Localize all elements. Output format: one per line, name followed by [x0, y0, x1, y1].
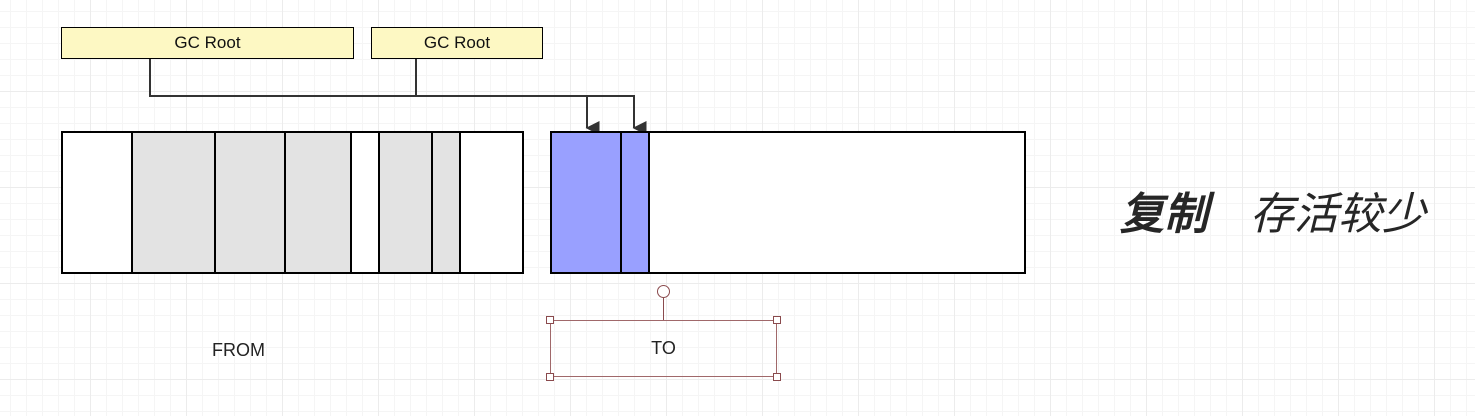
caption: 复制 存活较少	[1120, 178, 1426, 242]
from-cell-live	[216, 133, 286, 272]
rotate-stem	[663, 298, 664, 320]
to-space-region[interactable]	[550, 131, 1026, 274]
caption-text: 存活较少	[1249, 189, 1426, 240]
from-cell-live	[379, 133, 434, 272]
to-cell-copied	[622, 133, 650, 272]
from-cell-live	[286, 133, 352, 272]
gc-root-label-1: GC Root	[174, 33, 241, 52]
from-cell-empty	[461, 133, 522, 272]
to-cell-copied	[552, 133, 622, 272]
resize-handle-bottom-right[interactable]	[773, 373, 781, 381]
to-label: TO	[651, 338, 676, 358]
from-cell-empty	[351, 133, 380, 272]
gc-root-label-2: GC Root	[423, 33, 491, 52]
caption-bold: 复制	[1120, 189, 1208, 240]
from-space-region[interactable]	[61, 131, 524, 274]
to-cell-empty	[650, 133, 1024, 272]
resize-handle-top-left[interactable]	[546, 316, 554, 324]
from-label: FROM	[212, 340, 265, 360]
rotate-handle-icon[interactable]	[657, 285, 670, 298]
gc-root-box-1[interactable]: GC Root	[61, 27, 354, 59]
wire-root-1	[149, 59, 600, 135]
from-cell-empty	[63, 133, 133, 272]
from-cell-live	[132, 133, 217, 272]
from-cell-live	[433, 133, 462, 272]
resize-handle-top-right[interactable]	[773, 316, 781, 324]
resize-handle-bottom-left[interactable]	[546, 373, 554, 381]
gc-root-box-2[interactable]: GC Root	[371, 27, 543, 59]
to-label-box[interactable]: TO	[550, 320, 777, 377]
wire-root-2	[415, 59, 647, 135]
